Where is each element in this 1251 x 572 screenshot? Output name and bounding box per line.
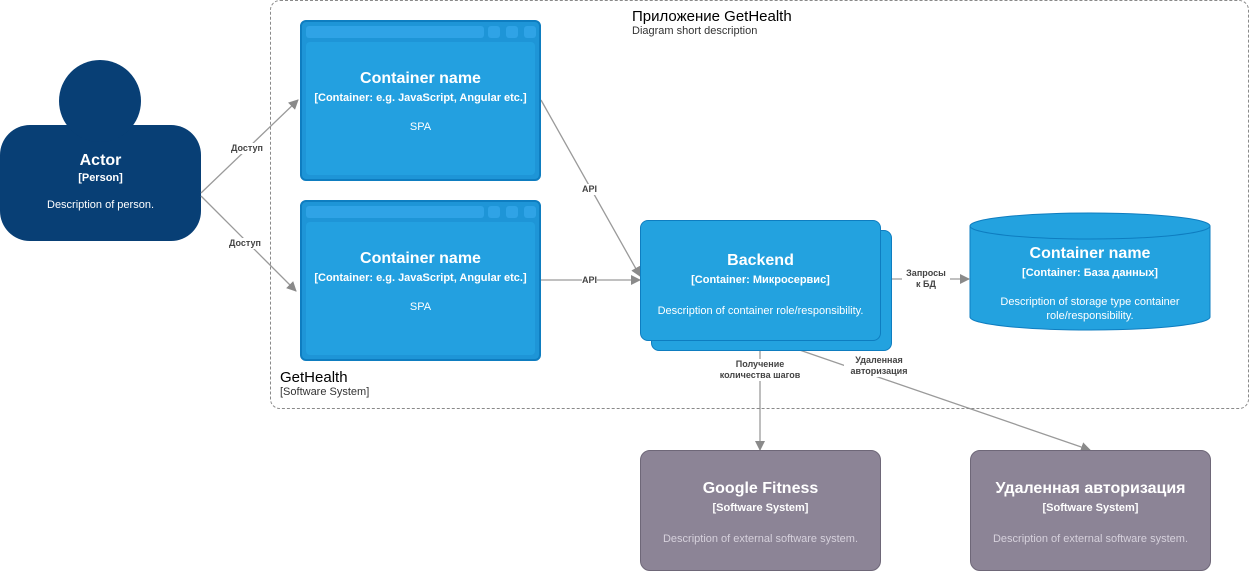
spa-2-desc: SPA [409,301,432,313]
edge-label-spa1-backend: API [582,184,598,195]
edge-label-backend-fit-line1: Получение [735,359,785,369]
browser-button [488,206,500,218]
diagram-title-block: Приложение GetHealth Diagram short descr… [632,8,792,37]
browser-button [506,206,518,218]
edge-label-backend-auth-line2: авторизация [850,366,908,376]
remote-auth-system[interactable]: Удаленная авторизация [Software System] … [970,450,1211,571]
edge-label-backend-auth: Удаленная авторизация [844,355,914,377]
diagram-title: Приложение GetHealth [632,8,792,25]
backend-container[interactable]: Backend [Container: Микросервис] Descrip… [640,220,881,341]
database-desc: Description of storage type container ro… [1000,296,1180,322]
system-label-block: GetHealth [Software System] [280,369,369,398]
system-boundary [270,0,1249,409]
edge-label-backend-fit: Получение количества шагов [712,359,808,381]
edge-label-actor-spa2: Доступ [229,238,261,249]
system-name: GetHealth [280,369,348,386]
spa-1-body: Container name [Container: e.g. JavaScri… [306,42,535,175]
google-fitness-name: Google Fitness [702,480,819,497]
backend-desc: Description of container role/responsibi… [657,305,864,317]
browser-button [524,206,536,218]
database-name: Container name [1029,245,1151,262]
browser-address-bar [306,206,484,218]
actor-tech: [Person] [78,172,123,184]
spa-1-name: Container name [360,70,481,87]
spa-container-1[interactable]: Container name [Container: e.g. JavaScri… [300,20,541,181]
backend-tech: [Container: Микросервис] [691,274,830,286]
browser-address-bar [306,26,484,38]
database-cylinder [969,212,1211,331]
edge-label-spa2-backend: API [582,275,598,286]
actor-desc: Description of person. [47,199,154,211]
browser-button [506,26,518,38]
spa-1-desc: SPA [409,121,432,133]
spa-2-body: Container name [Container: e.g. JavaScri… [306,222,535,355]
edge-backend-auth [784,344,1091,452]
remote-auth-name: Удаленная авторизация [995,480,1186,497]
browser-button [524,26,536,38]
google-fitness-tech: [Software System] [712,502,809,514]
actor-person[interactable]: Actor [Person] Description of person. [0,152,201,212]
edge-label-backend-db: Запросы к БД [902,268,950,290]
edge-label-backend-db-line1: Запросы [906,268,946,278]
spa-1-tech: [Container: e.g. JavaScript, Angular etc… [314,92,527,104]
spa-container-2[interactable]: Container name [Container: e.g. JavaScri… [300,200,541,361]
database-tech: [Container: База данных] [1022,267,1158,279]
google-fitness-system[interactable]: Google Fitness [Software System] Descrip… [640,450,881,571]
diagram-subtitle: Diagram short description [632,25,758,37]
backend-name: Backend [727,252,794,269]
remote-auth-desc: Description of external software system. [992,533,1189,545]
edge-label-backend-auth-line1: Удаленная [855,355,903,365]
spa-2-name: Container name [360,250,481,267]
spa-2-tech: [Container: e.g. JavaScript, Angular etc… [314,272,527,284]
system-tech: [Software System] [280,386,370,398]
database-container[interactable]: Container name [Container: База данных] … [975,245,1205,323]
remote-auth-tech: [Software System] [1042,502,1139,514]
browser-button [488,26,500,38]
actor-name: Actor [79,152,122,169]
google-fitness-desc: Description of external software system. [662,533,859,545]
edge-label-actor-spa1: Доступ [231,143,263,154]
edge-label-backend-db-line2: к БД [916,279,936,289]
actor-person-shape [0,60,201,241]
edge-label-backend-fit-line2: количества шагов [719,370,801,380]
